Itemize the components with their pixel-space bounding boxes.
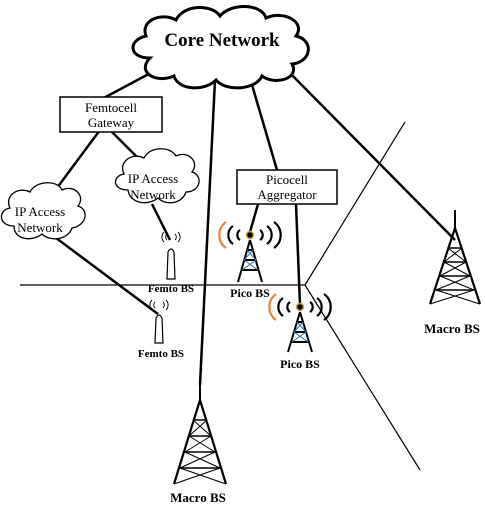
pico-signal-icon [268,293,332,321]
femto-gateway-line1: Femtocell [85,100,137,115]
ip-left-line2: Network [17,220,63,235]
cell-boundaries [20,121,421,471]
link-aggregator-pico2 [294,203,302,306]
connection-lines [46,58,456,386]
ip-right-line2: Network [130,187,176,202]
pico-bs-1-label: Pico BS [230,286,270,300]
link-ip-right-femto1 [150,203,172,241]
pico-aggregator-line1: Picocell [266,172,308,187]
pico-bs-2-label: Pico BS [280,357,320,371]
femto-bs-2: Femto BS [138,299,184,360]
pico-bs-1: Pico BS [218,221,282,300]
ip-right-line1: IP Access [128,171,178,186]
boundary-lower [304,284,421,471]
core-network-label: Core Network [164,30,280,51]
femto-signal-icon [161,231,181,243]
pico-tower-icon [237,239,263,283]
femtocell-gateway: Femtocell Gateway [59,96,163,133]
femto-bs-1-label: Femto BS [148,283,194,295]
picocell-aggregator: Picocell Aggregator [236,169,338,205]
macro-bs-bottom: Macro BS [170,385,228,505]
pico-signal-icon [218,221,282,249]
pico-aggregator-line2: Aggregator [257,187,317,202]
ip-access-network-left: IP Access Network [0,182,86,240]
link-core-macro-bottom [198,79,217,386]
macro-bs-right: Macro BS [424,210,482,336]
macro-tower-icon [172,385,228,485]
link-aggregator-pico1 [248,203,260,233]
link-core-pico-aggregator [248,77,279,171]
femto-device-icon [154,314,164,344]
femto-signal-icon [149,299,169,311]
femto-bs-2-label: Femto BS [138,348,184,360]
femto-device-icon [166,248,176,280]
link-ip-left-femto2 [47,230,159,316]
femto-bs-1: Femto BS [148,231,194,295]
ip-access-network-right: IP Access Network [114,148,200,204]
boundary-upper [304,121,406,286]
macro-tower-icon [428,210,482,305]
macro-bs-bottom-label: Macro BS [170,490,226,505]
core-network-cloud: Core Network [131,5,310,90]
macro-bs-right-label: Macro BS [424,321,480,336]
pico-bs-2: Pico BS [268,293,332,371]
femto-gateway-line2: Gateway [88,115,135,130]
link-core-macro-right [281,64,456,241]
pico-tower-icon [287,311,313,353]
ip-left-line1: IP Access [15,204,65,219]
